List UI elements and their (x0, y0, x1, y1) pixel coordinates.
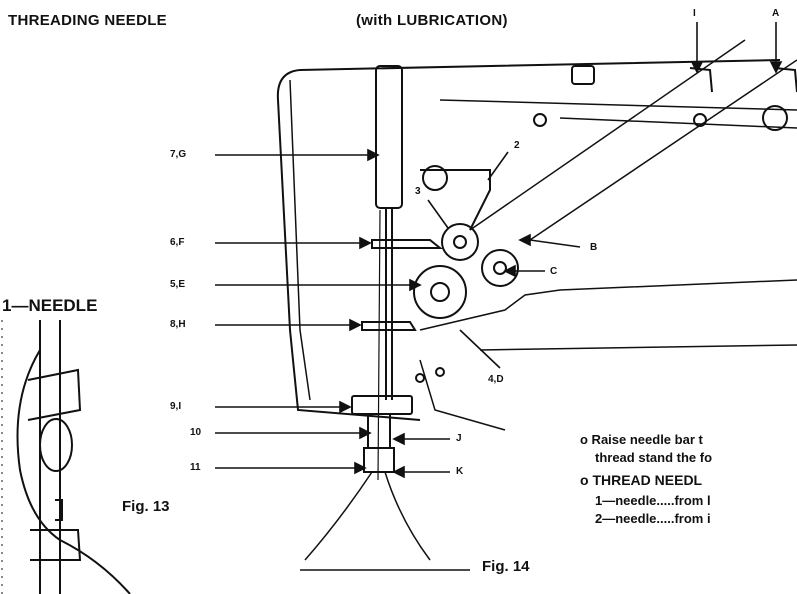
instruction-line-2: thread stand the fo (595, 450, 713, 465)
label-2: 2 (514, 140, 520, 151)
label-i-top: I (693, 8, 696, 19)
page-subtitle: (with LUBRICATION) (356, 12, 508, 29)
fig13-caption: Fig. 13 (122, 498, 170, 515)
label-9i: 9,I (170, 401, 182, 412)
left-section-title: 1—NEEDLE (2, 296, 98, 315)
instruction-line-3: o THREAD NEEDL (580, 472, 703, 488)
label-4d: 4,D (488, 374, 504, 385)
label-b: B (590, 242, 598, 253)
label-7g: 7,G (170, 149, 187, 160)
label-k: K (456, 466, 464, 477)
instruction-line-5: 2—needle.....from i (595, 511, 711, 526)
label-j: J (456, 433, 462, 444)
label-a-top: A (772, 8, 780, 19)
fig14-caption: Fig. 14 (482, 558, 530, 575)
page-title: THREADING NEEDLE (8, 12, 167, 29)
instruction-line-4: 1—needle.....from l (595, 493, 711, 508)
instruction-line-1: o Raise needle bar t (580, 432, 703, 447)
label-6f: 6,F (170, 237, 185, 248)
label-5e: 5,E (170, 279, 186, 290)
label-10: 10 (190, 427, 202, 438)
label-11: 11 (190, 462, 201, 473)
label-c: C (550, 266, 558, 277)
label-8h: 8,H (170, 319, 186, 330)
label-3: 3 (415, 186, 421, 197)
